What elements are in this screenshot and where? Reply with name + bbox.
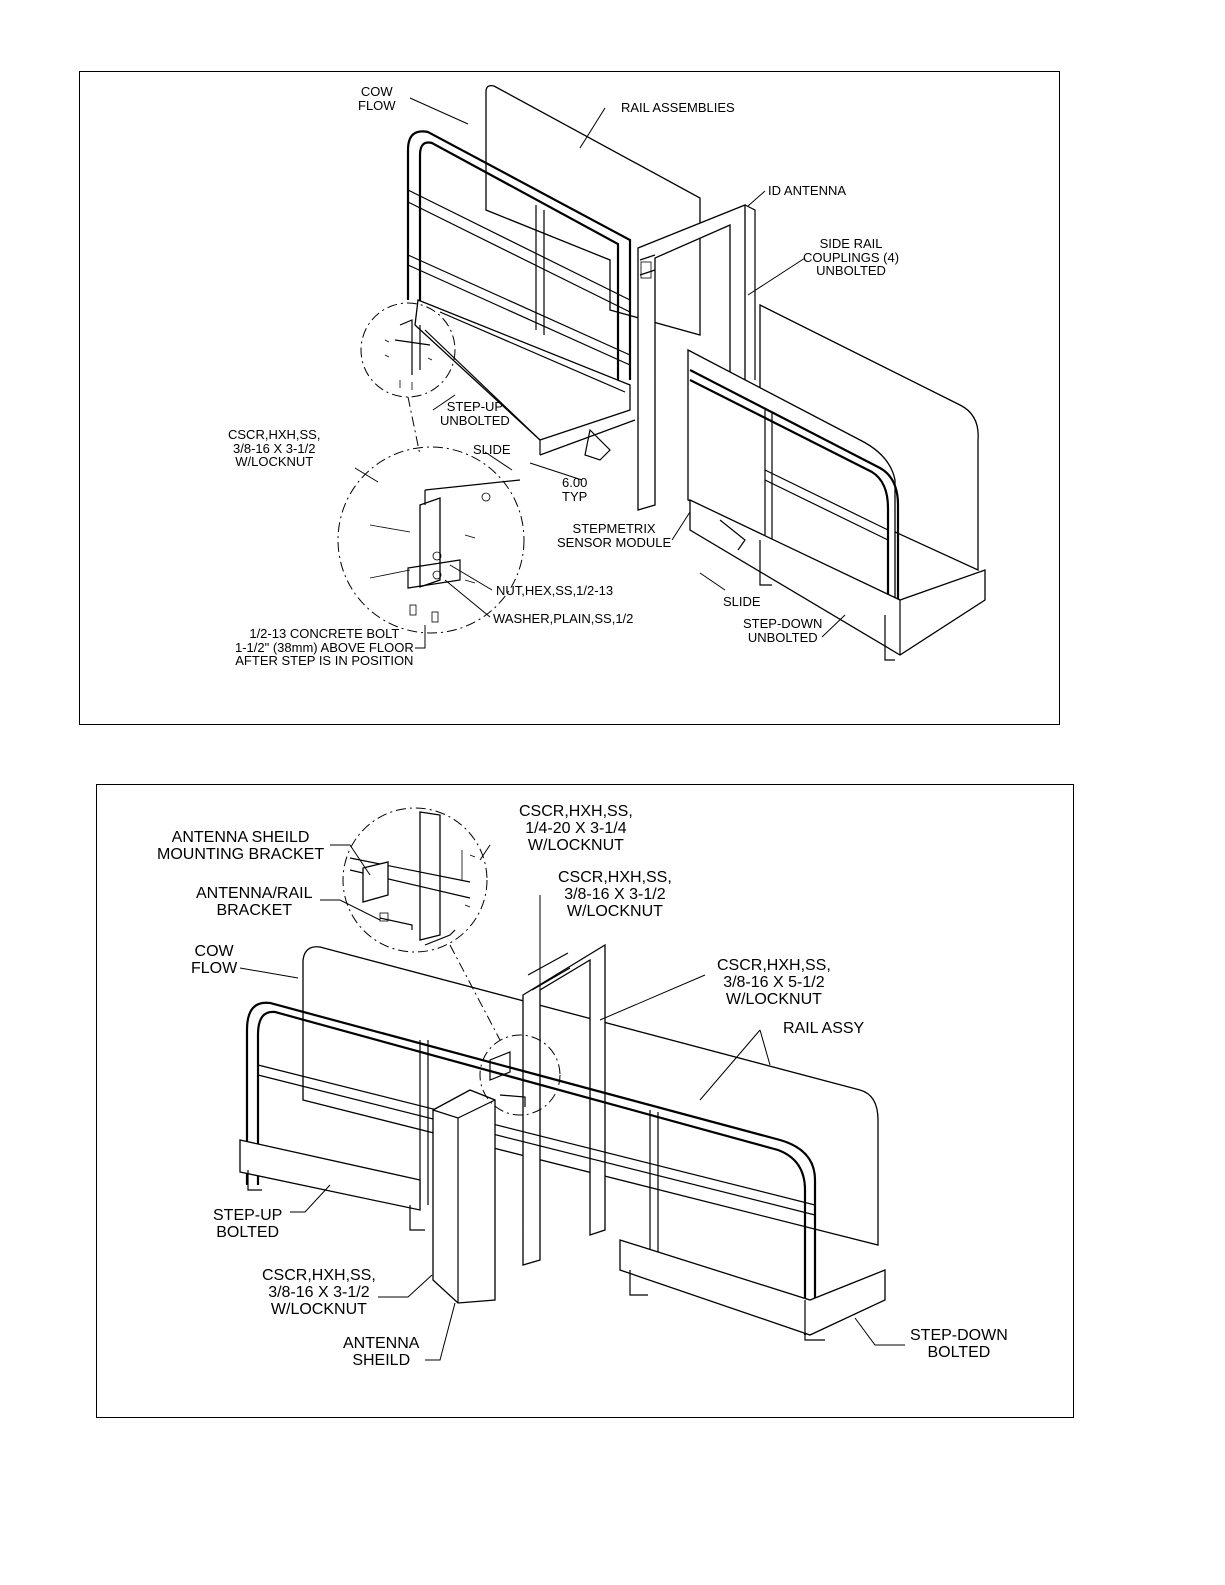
top-leader-lines — [354, 97, 846, 649]
label-rail-assemblies: RAIL ASSEMBLIES — [621, 100, 735, 115]
bottom-large-detail-circle — [342, 807, 488, 953]
bottom-rail-assembly — [239, 943, 886, 1341]
bottom-detail-link-line — [449, 944, 501, 1041]
label-rail-assy: RAIL ASSY — [783, 1020, 865, 1037]
top-small-detail-circle — [360, 302, 456, 398]
bottom-figure-frame — [96, 784, 1074, 1418]
top-right-rail-assembly — [584, 303, 986, 661]
label-id-antenna: ID ANTENNA — [768, 183, 847, 198]
top-detail-link-line — [407, 396, 421, 456]
label-nut-hex: NUT,HEX,SS,1/2-13 — [496, 583, 614, 598]
label-washer-plain: WASHER,PLAIN,SS,1/2 — [493, 611, 634, 626]
top-id-antenna-frame — [637, 204, 756, 511]
bottom-leader-lines — [239, 844, 905, 1361]
top-large-detail-circle — [337, 446, 525, 634]
label-slide-left: SLIDE — [473, 442, 511, 457]
label-slide-right: SLIDE — [723, 594, 761, 609]
